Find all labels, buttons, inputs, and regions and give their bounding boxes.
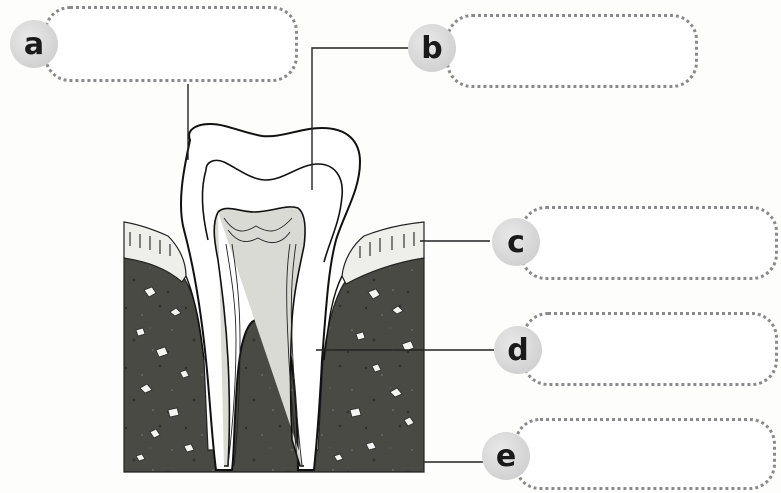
answer-box-e[interactable] [514,418,776,490]
label-d: d [494,326,542,374]
label-c: c [492,218,540,266]
label-e: e [482,432,530,480]
answer-box-c[interactable] [520,206,778,280]
label-a: a [10,20,58,68]
answer-box-d[interactable] [522,312,778,386]
label-b: b [408,24,456,72]
answer-box-a[interactable] [44,6,298,82]
answer-box-b[interactable] [446,14,698,88]
